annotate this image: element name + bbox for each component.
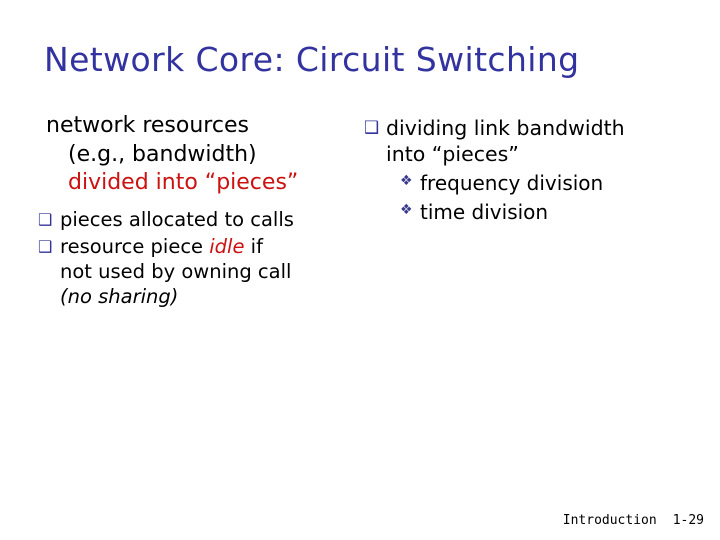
left-content-column: network resources (e.g., bandwidth) divi… [38,112,368,312]
square-bullet-icon: ❑ [364,118,380,138]
list-item: ❑ dividing link bandwidth into “pieces” [364,116,704,168]
square-bullet-icon: ❑ [38,209,53,229]
list-item-label: dividing link bandwidth into “pieces” [386,116,704,168]
lead-line-1: network resources [46,113,249,138]
lead-line-2: (e.g., bandwidth) [68,141,257,167]
diamond-bullet-icon: ❖ [400,201,413,218]
list-item: ❑ pieces allocated to calls [38,208,368,233]
footer-chapter-label: Introduction [562,513,657,528]
slide-footer: Introduction 1-29 [563,513,704,528]
list-item-text-pre: resource piece [60,234,210,258]
list-item-line-2: not used by owning call [60,259,292,283]
sub-list-item-label: frequency division [420,170,604,195]
list-item-line-3: (no sharing) [60,284,179,308]
right-content-column: ❑ dividing link bandwidth into “pieces” … [364,116,704,226]
list-item-line-2: into “pieces” [386,141,519,166]
list-item-line-1: dividing link bandwidth [386,116,625,140]
list-item: ❑ resource piece idle if not used by own… [38,235,368,310]
footer-page-number: 1-29 [672,513,704,528]
diamond-bullet-icon: ❖ [400,172,413,189]
sub-list-item-label: time division [420,199,549,224]
emphasis-idle: idle [209,234,245,258]
list-item-label: resource piece idle if not used by ownin… [60,235,368,310]
square-bullet-icon: ❑ [38,236,53,256]
sub-list-item: ❖ frequency division [400,170,704,197]
lead-paragraph: network resources (e.g., bandwidth) divi… [38,112,368,198]
sub-list-item: ❖ time division [400,199,704,226]
list-item-text-post: if [244,234,263,258]
lead-line-3-highlight: divided into “pieces” [68,170,299,196]
list-item-label: pieces allocated to calls [60,207,294,231]
page-title: Network Core: Circuit Switching [44,40,580,79]
